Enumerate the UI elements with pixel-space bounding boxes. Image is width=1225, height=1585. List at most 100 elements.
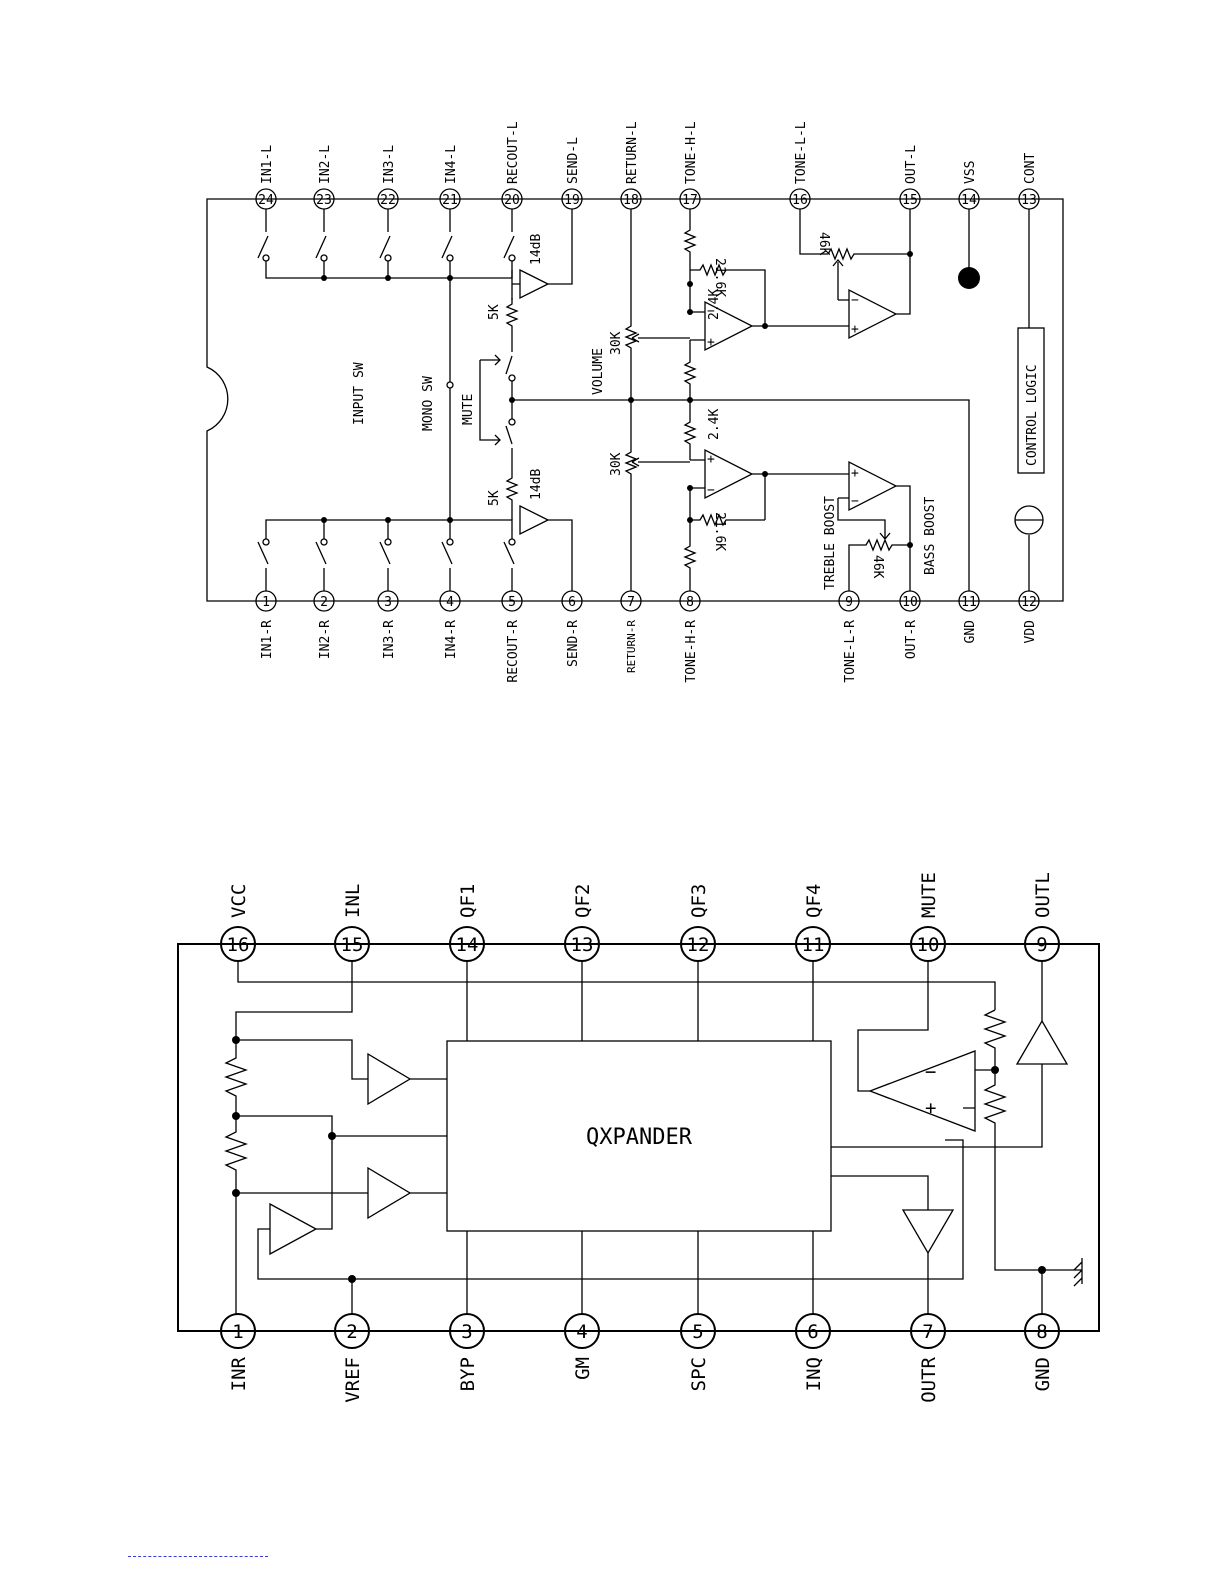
- pin-7-number: 7: [922, 1321, 933, 1343]
- pin-19: 19: [561, 188, 583, 210]
- pin-8-number: 8: [1036, 1321, 1047, 1343]
- vdd-circle: [1014, 505, 1044, 535]
- pin-5-name: RECOUT-R: [506, 620, 521, 683]
- pin-24: 24: [255, 188, 277, 210]
- pin-1: 1: [220, 1313, 256, 1349]
- pin-8-number: 8: [686, 595, 694, 610]
- ic1-top-pin-names: IN1-L IN2-L IN3-L IN4-L RECOUT-L SEND-L …: [260, 121, 1038, 184]
- pin-21: 21: [439, 188, 461, 210]
- pin-16-name: TONE-L-L: [794, 121, 809, 184]
- pin-9-number: 9: [845, 595, 853, 610]
- pin-14-number: 14: [456, 934, 479, 956]
- mute-opamp-plus: +: [925, 1097, 936, 1119]
- resistor-divider-top: [224, 1040, 248, 1116]
- pin-12-number: 12: [687, 934, 710, 956]
- control-logic-label: CONTROL LOGIC: [1025, 364, 1040, 466]
- output-amp-left: [765, 209, 911, 340]
- pin-11-number: 11: [802, 934, 825, 956]
- send-buffer-right: [519, 504, 573, 591]
- junction: [687, 309, 693, 315]
- pin-3-number: 3: [384, 595, 392, 610]
- pin-6-number: 6: [568, 595, 576, 610]
- tone-amp-right-minus: −: [707, 483, 715, 498]
- mute-label: MUTE: [461, 394, 476, 425]
- ic1-package-outline: [206, 198, 1064, 602]
- junction: [991, 1066, 999, 1074]
- resistor-divider-bottom: [224, 1116, 248, 1314]
- pin-22: 22: [377, 188, 399, 210]
- mute-opamp-minus: −: [925, 1061, 936, 1083]
- pin-12-name: VDD: [1023, 620, 1038, 644]
- pin-19-name: SEND-L: [566, 137, 581, 184]
- pin-19-number: 19: [564, 193, 580, 208]
- pin-13-number: 13: [1021, 193, 1037, 208]
- qf-pin-lines: [466, 961, 814, 1314]
- pin-11-number: 11: [961, 595, 977, 610]
- pin-4-number: 4: [576, 1321, 587, 1343]
- tone-amp-right: [683, 400, 766, 591]
- bias-line: [512, 399, 970, 591]
- pin-20-number: 20: [504, 193, 520, 208]
- junction: [385, 275, 391, 281]
- vref-buffer: [236, 1115, 964, 1314]
- resistor-5k-left-label: 5K: [487, 304, 502, 320]
- volume-pots: [624, 209, 690, 591]
- pin-4-name: GM: [572, 1357, 594, 1380]
- pin-20-name: RECOUT-L: [506, 121, 521, 184]
- outr-buffer: [831, 1175, 955, 1314]
- qxpander-label: QXPANDER: [586, 1125, 693, 1150]
- input-buffer-upper: [236, 1039, 447, 1106]
- res-46k-left-label: 46K: [816, 232, 831, 256]
- pin-17-name: TONE-H-L: [684, 121, 699, 184]
- vdd-symbol: [1015, 519, 1043, 591]
- pin-2-number: 2: [320, 595, 328, 610]
- pin-10-number: 10: [902, 595, 918, 610]
- pin-18: 18: [620, 188, 642, 210]
- pin-3-number: 3: [461, 1321, 472, 1343]
- ic2-top-pins: 16 15 14 13 12 11 10 9: [220, 926, 1060, 962]
- pin-15: 15: [899, 188, 921, 210]
- pin-13-number: 13: [571, 934, 594, 956]
- resistor-5k-right-label: 5K: [487, 490, 502, 506]
- pin-16-number: 16: [227, 934, 250, 956]
- outl-buffer: [831, 961, 1069, 1148]
- pin-22-number: 22: [380, 193, 396, 208]
- pin-10-name: MUTE: [918, 872, 940, 918]
- pin-3-name: BYP: [457, 1357, 479, 1391]
- tone-amp-left-plus: +: [707, 335, 715, 350]
- pin-11: 11: [958, 590, 980, 612]
- pin-13-name: QF2: [572, 884, 594, 918]
- ground-icon: [1042, 1258, 1083, 1287]
- pin-14-name: VSS: [963, 161, 978, 184]
- pin-15-number: 15: [341, 934, 364, 956]
- pin-23-number: 23: [316, 193, 332, 208]
- junction: [687, 485, 693, 491]
- pot-30k-right-label: 30K: [609, 452, 624, 476]
- pin-14-name: QF1: [457, 884, 479, 918]
- res-46k-right-label: 46K: [870, 555, 885, 579]
- inl-line: [235, 961, 353, 1040]
- junction: [348, 1275, 356, 1283]
- pin-10-name: OUT-R: [904, 620, 919, 659]
- pin-1-name: IN1-R: [260, 620, 275, 659]
- pin-8-name: TONE-H-R: [684, 620, 699, 683]
- pin-7-name: RETURN-R: [625, 620, 638, 673]
- pin-22-name: IN3-L: [382, 145, 397, 184]
- mono-sw-label: MONO SW: [421, 376, 436, 431]
- pin-16-name: VCC: [228, 884, 250, 918]
- resistor-5k-left: [505, 298, 519, 340]
- input-buffer-lower: [236, 1166, 447, 1220]
- pin-13: 13: [1018, 188, 1040, 210]
- pin-13-name: CONT: [1023, 153, 1038, 184]
- vss-dot: [958, 267, 980, 289]
- ic2-bottom-pin-names: INR VREF BYP GM SPC INQ OUTR GND: [228, 1356, 1054, 1402]
- pin-12: 12: [1018, 590, 1040, 612]
- pin-16: 16: [789, 188, 811, 210]
- pin-1-number: 1: [262, 595, 270, 610]
- pin-6-name: SEND-R: [566, 620, 581, 667]
- pin-11-name: GND: [963, 620, 978, 644]
- send-buffer-left: [511, 209, 573, 300]
- pin-14-number: 14: [961, 193, 977, 208]
- res-21-6k-left-label: 21.6K: [712, 258, 727, 297]
